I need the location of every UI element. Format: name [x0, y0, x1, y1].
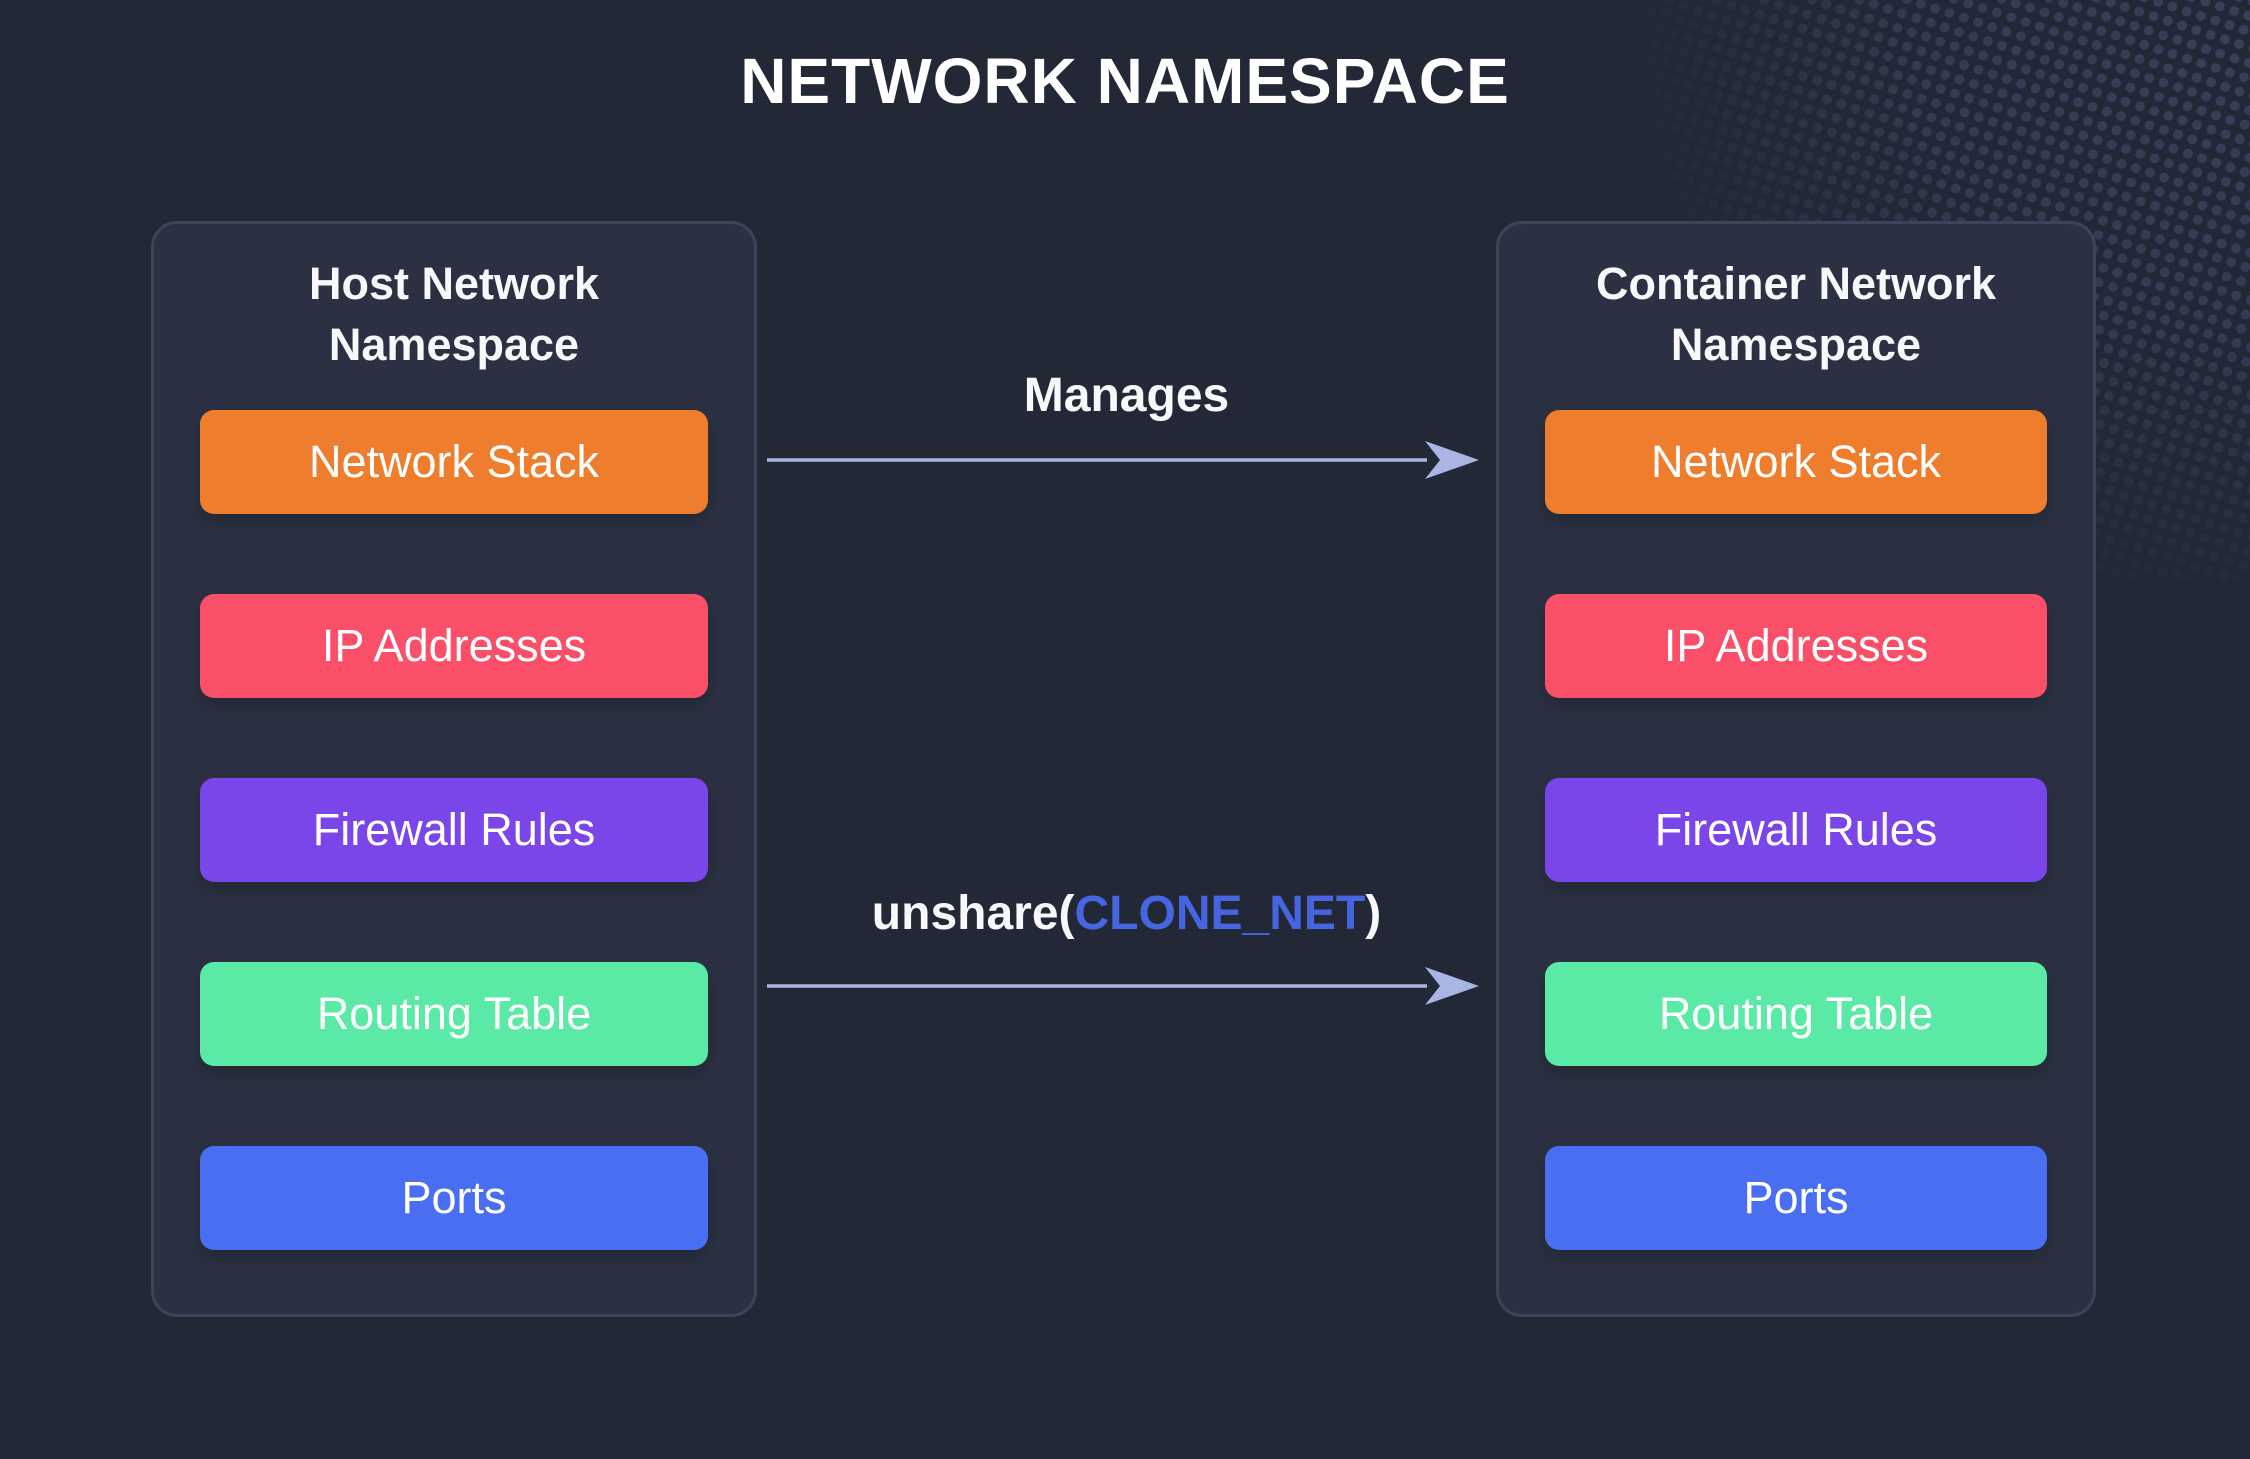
manages-arrow-label: Manages — [1023, 369, 1230, 422]
container-namespace-panel: Container Network Namespace Network Stac… — [1496, 221, 2096, 1317]
manages-arrowhead-icon — [1425, 441, 1479, 479]
unshare-label-clone-net: CLONE_NET — [1074, 887, 1366, 940]
host-box-ip-addresses: IP Addresses — [200, 593, 708, 698]
host-box-firewall-rules: Firewall Rules — [200, 777, 708, 882]
manages-arrow — [767, 441, 1479, 479]
container-panel-title: Container Network Namespace — [1595, 258, 1997, 370]
container-box-network-stack: Network Stack — [1545, 409, 2047, 514]
host-box-routing-table: Routing Table — [200, 961, 708, 1066]
unshare-label-prefix: unshare( — [871, 887, 1075, 940]
container-box-ip-addresses: IP Addresses — [1545, 593, 2047, 698]
host-panel-title: Host Network Namespace — [308, 258, 600, 370]
host-namespace-panel: Host Network Namespace Network Stack IP … — [151, 221, 757, 1317]
container-box-routing-table: Routing Table — [1545, 961, 2047, 1066]
host-box-ports: Ports — [200, 1145, 708, 1250]
container-box-ports: Ports — [1545, 1145, 2047, 1250]
container-box-firewall-rules: Firewall Rules — [1545, 777, 2047, 882]
unshare-arrow — [767, 967, 1479, 1005]
unshare-arrow-label: unshare(CLONE_NET) — [757, 886, 1496, 941]
host-box-network-stack: Network Stack — [200, 409, 708, 514]
page-title: NETWORK NAMESPACE — [740, 45, 1510, 117]
unshare-arrowhead-icon — [1425, 967, 1479, 1005]
unshare-label-suffix: ) — [1365, 887, 1382, 940]
